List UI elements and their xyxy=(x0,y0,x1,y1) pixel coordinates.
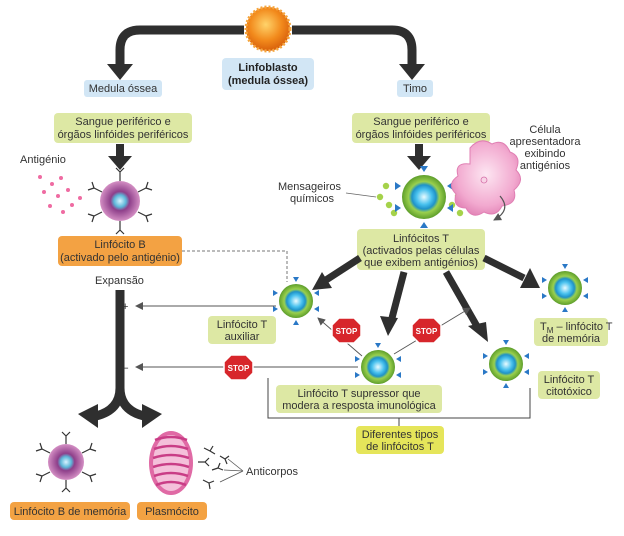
helper-line2: auxiliar xyxy=(225,331,260,343)
t-cell-types-box: Diferentes tipos de linfócitos T xyxy=(356,426,444,454)
b-cell-line1: Linfócito B xyxy=(94,239,145,251)
timo-label: Timo xyxy=(403,83,427,95)
top-branch-arrows xyxy=(115,25,417,66)
t-cell-fan-arrows xyxy=(324,254,526,330)
arrowhead-left-top xyxy=(107,64,133,80)
plasma-label: Plasmócito xyxy=(145,506,199,518)
antibodies-label: Anticorpos xyxy=(246,466,298,478)
types-line1: Diferentes tipos xyxy=(362,429,439,441)
b-cell-activated-box: Linfócito B (activado pelo antigénio) xyxy=(58,236,182,266)
helper-box: Linfócito T auxiliar xyxy=(208,316,276,344)
lymphoblast-box: Linfoblasto (medula óssea) xyxy=(222,58,314,90)
suppressor-line1: Linfócito T supressor que xyxy=(297,388,420,400)
cytotoxic-line1: Linfócito T xyxy=(544,374,595,386)
cytotoxic-box: Linfócito T citotóxico xyxy=(538,371,600,399)
stop-middle-text: STOP xyxy=(336,327,358,336)
t-cell-main xyxy=(395,166,453,228)
medula-ossea-box: Medula óssea xyxy=(84,80,162,97)
timo-box: Timo xyxy=(397,80,433,97)
arrowhead-memory-b xyxy=(78,404,98,428)
helper-line1: Linfócito T xyxy=(217,319,268,331)
antibody-pointer-lines xyxy=(219,458,244,483)
cytotoxic-line2: citotóxico xyxy=(546,386,592,398)
plasma-cell xyxy=(149,431,193,495)
plasma-box: Plasmócito xyxy=(137,502,207,520)
fan-arrowheads xyxy=(312,268,540,342)
stop-sign-right: STOP xyxy=(411,317,442,344)
right-blood-line1: Sangue periférico e xyxy=(373,116,468,128)
stop-sign-middle: STOP xyxy=(331,317,362,344)
messengers-line2: químicos xyxy=(290,193,335,205)
memory-b-box: Linfócito B de memória xyxy=(10,502,130,520)
suppressor-line2: modera a resposta imunológica xyxy=(282,400,436,412)
lymphoblast-line2: (medula óssea) xyxy=(228,75,308,87)
stop-right-text: STOP xyxy=(416,327,438,336)
t-cells-activated-box: Linfócitos T (activados pelas células qu… xyxy=(357,229,485,270)
antigen-presenting-cell xyxy=(451,140,521,216)
plus-sign: + xyxy=(122,301,128,313)
dashed-link-b-helper xyxy=(182,250,288,282)
suppressor-box: Linfócito T supressor que modera a respo… xyxy=(276,385,442,413)
apc-line3: exibindo xyxy=(525,148,566,160)
b-cell-top xyxy=(87,167,153,235)
left-blood-box: Sangue periférico e órgãos linfóides per… xyxy=(54,113,192,143)
apc-curved-arrow xyxy=(493,195,506,221)
memory-t-prefix: T xyxy=(540,321,547,333)
memory-t-line2: de memória xyxy=(542,333,601,345)
antigen-label: Antigénio xyxy=(20,154,66,166)
apc-line1: Célula xyxy=(529,124,561,136)
messengers-line1: Mensageiros xyxy=(278,181,341,193)
expansion-label: Expansão xyxy=(95,275,144,287)
messenger-pointer xyxy=(345,192,377,198)
right-blood-box: Sangue periférico e órgãos linfóides per… xyxy=(352,113,490,143)
stop-sign-left: STOP xyxy=(223,354,254,381)
t-cells-line3: que exibem antigénios) xyxy=(364,257,478,269)
small-down-arrows xyxy=(108,144,431,170)
memory-t-cell xyxy=(542,264,588,312)
memory-t-line1: TM – linfócito T xyxy=(540,321,613,335)
antigen-dots xyxy=(38,175,82,214)
left-blood-line2: órgãos linfóides periféricos xyxy=(58,129,189,141)
apc-line4: antigénios xyxy=(520,160,571,172)
t-cells-line2: (activados pelas células xyxy=(363,245,480,257)
arrowhead-right-top xyxy=(399,64,425,80)
apc-line2: apresentadora xyxy=(510,136,582,148)
antibodies xyxy=(198,445,230,490)
types-line2: de linfócitos T xyxy=(366,441,434,453)
lymphoblast-line1: Linfoblasto xyxy=(238,62,298,74)
stop-left-text: STOP xyxy=(228,364,250,373)
t-cells-line1: Linfócitos T xyxy=(393,233,449,245)
helper-t-cell xyxy=(273,277,319,325)
cytotoxic-t-cell xyxy=(483,340,529,388)
arrowhead-plasma xyxy=(142,404,162,428)
memory-b-label: Linfócito B de memória xyxy=(14,506,127,518)
expansion-arrow xyxy=(94,290,146,421)
memory-b-cell xyxy=(35,431,97,493)
minus-sign: – xyxy=(122,362,129,374)
memory-t-sub: M xyxy=(547,326,554,335)
suppressor-t-cell xyxy=(355,343,401,391)
memory-t-box: TM – linfócito T de memória xyxy=(534,318,613,346)
right-blood-line2: órgãos linfóides periféricos xyxy=(356,129,487,141)
b-cell-line2: (activado pelo antigénio) xyxy=(60,252,180,264)
memory-t-rest: – linfócito T xyxy=(553,321,612,333)
left-blood-line1: Sangue periférico e xyxy=(75,116,170,128)
lymphoblast-cell xyxy=(244,5,292,53)
medula-ossea-label: Medula óssea xyxy=(89,83,158,95)
